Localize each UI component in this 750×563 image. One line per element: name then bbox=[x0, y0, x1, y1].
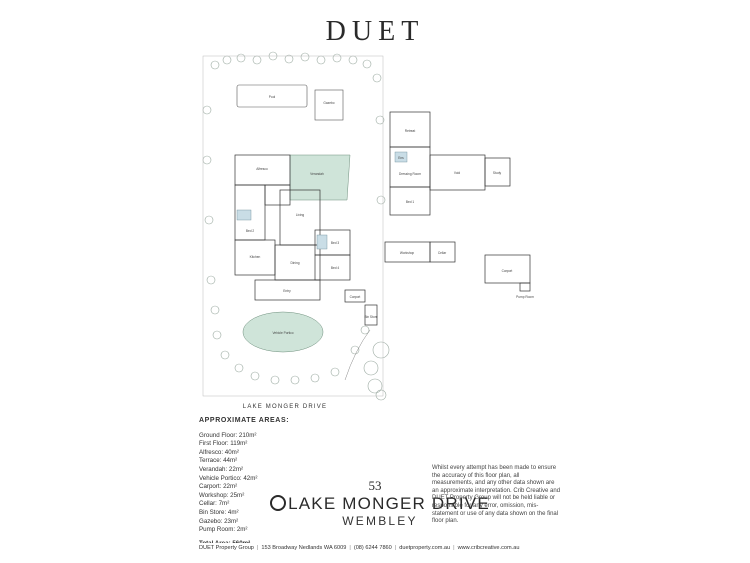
area-item: Gazebo: 23m² bbox=[199, 517, 239, 525]
room-label-dining: Dining bbox=[290, 261, 299, 265]
area-item: Vehicle Portico: 42m² bbox=[199, 474, 258, 482]
bed1-room bbox=[389, 186, 431, 216]
room-label-bed3: Bed 3 bbox=[331, 241, 340, 245]
site-boundary bbox=[202, 55, 384, 397]
gazebo-area bbox=[314, 89, 344, 121]
room-label-bed4: Bed 4 bbox=[331, 266, 340, 270]
room-label-workshop: Workshop bbox=[400, 251, 415, 255]
brand-logo: DUET bbox=[325, 16, 425, 47]
room-label-ens: Ens bbox=[398, 156, 404, 160]
room-label-portico: Vehicle Portico bbox=[272, 331, 293, 335]
address-suburb: WEMBLEY bbox=[342, 514, 418, 528]
room-label-carport2: Carport bbox=[502, 269, 513, 273]
area-item: Alfresco: 40m² bbox=[199, 448, 239, 456]
room-label-dressing: Dressing Room bbox=[399, 172, 421, 176]
street-label: LAKE MONGER DRIVE bbox=[243, 404, 327, 410]
footer-website[interactable]: duetproperty.com.au bbox=[399, 545, 451, 551]
room-label-living: Living bbox=[296, 213, 305, 217]
bed4-room bbox=[314, 254, 351, 281]
disclaimer: Whilst every attempt has been made to en… bbox=[432, 465, 561, 525]
room-label-void: Void bbox=[454, 171, 460, 175]
lower-carport bbox=[484, 254, 531, 284]
area-item: Verandah: 22m² bbox=[199, 465, 244, 473]
area-item: Ground Floor: 210m² bbox=[199, 431, 257, 439]
vehicle-portico bbox=[242, 311, 324, 353]
area-item: Cellar: 7m² bbox=[199, 500, 230, 508]
room-label-bed1: Bed 1 bbox=[406, 200, 415, 204]
areas-heading: APPROXIMATE AREAS: bbox=[199, 417, 290, 424]
footer-address: 153 Broadway Nedlands WA 6009 bbox=[261, 545, 347, 551]
area-item: Pump Room: 2m² bbox=[199, 526, 248, 534]
pool-area bbox=[236, 84, 308, 108]
footer-credit[interactable]: www.cribcreative.com.au bbox=[457, 545, 520, 551]
room-label-pump: Pump Room bbox=[516, 295, 534, 299]
area-item: Workshop: 25m² bbox=[199, 491, 245, 499]
address-street: LAKE MONGER DRIVE bbox=[255, 494, 505, 514]
pump-room bbox=[519, 282, 531, 292]
address-number: 53 bbox=[368, 478, 382, 493]
room-label-verandah: Verandah bbox=[310, 172, 324, 176]
room-label-cellar: Cellar bbox=[438, 251, 447, 255]
cellar-room bbox=[429, 241, 456, 263]
bin-store bbox=[364, 304, 378, 326]
floor-plan: Pool Gazebo Verandah Alfresco Living Bed… bbox=[195, 50, 555, 415]
room-label-carport: Carport bbox=[350, 295, 361, 299]
room-label-kitchen: Kitchen bbox=[250, 255, 261, 259]
footer-phone: (08) 6244 7860 bbox=[353, 545, 392, 551]
address-street-text: LAKE MONGER DRIVE bbox=[288, 494, 490, 513]
room-label-pool: Pool bbox=[269, 95, 276, 99]
room-label-bed2: Bed 2 bbox=[246, 229, 255, 233]
area-item: Bin Store: 4m² bbox=[199, 508, 239, 516]
area-item: Terrace: 44m² bbox=[199, 457, 238, 465]
footer: DUET Property Group|153 Broadway Nedland… bbox=[199, 543, 555, 553]
area-item: First Floor: 119m² bbox=[199, 440, 248, 448]
room-label-gazebo: Gazebo bbox=[323, 101, 334, 105]
room-label-bin-store: Bin Store bbox=[364, 315, 377, 319]
kitchen-room bbox=[234, 239, 276, 276]
area-item: Carport: 22m² bbox=[199, 483, 238, 491]
logo-ring-icon bbox=[270, 495, 287, 511]
room-label-alfresco: Alfresco bbox=[256, 167, 268, 171]
room-label-entry: Entry bbox=[283, 289, 291, 293]
entry-hall bbox=[254, 279, 321, 301]
room-label-retreat: Retreat bbox=[405, 129, 416, 133]
study-room bbox=[484, 157, 511, 187]
room-label-study: Study bbox=[493, 171, 502, 175]
driveway bbox=[344, 329, 371, 381]
garden-trees bbox=[202, 51, 390, 401]
footer-company: DUET Property Group bbox=[199, 545, 254, 551]
